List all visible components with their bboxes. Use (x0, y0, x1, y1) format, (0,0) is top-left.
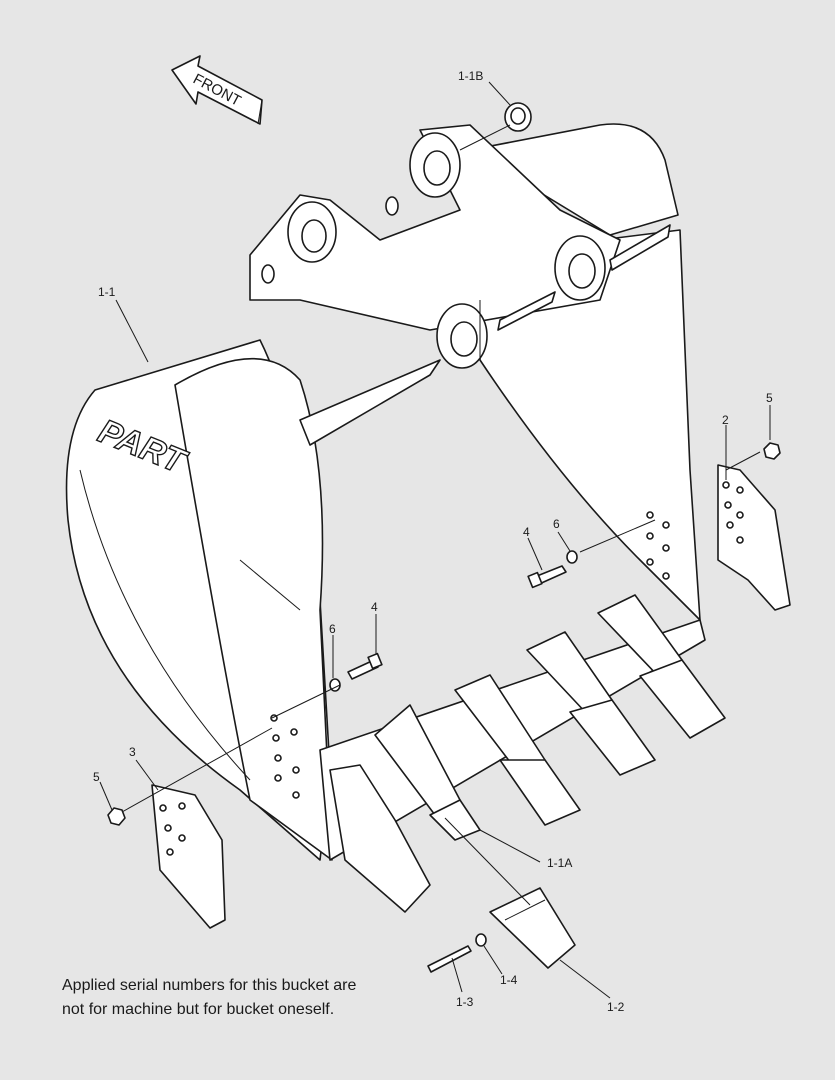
bolt-right (527, 565, 567, 589)
leader-lines (99, 81, 771, 999)
callout-5-right: 5 (766, 391, 773, 405)
washer-right (566, 550, 578, 564)
callout-labels: 1-1B 1-1 2 5 4 6 6 4 3 5 1-1A 1-3 1-4 1-… (93, 69, 773, 1014)
tooth-point-1-2 (489, 887, 576, 969)
callout-6-right: 6 (553, 517, 560, 531)
side-bolt-holes-left (270, 714, 300, 799)
bucket-body (65, 123, 706, 861)
callout-3: 3 (129, 745, 136, 759)
callout-1-1B: 1-1B (458, 69, 483, 83)
front-arrow: FRONT (171, 55, 263, 125)
callout-1-3: 1-3 (456, 995, 474, 1009)
callout-4-right: 4 (523, 525, 530, 539)
pin-1-3 (427, 945, 472, 973)
callout-2: 2 (722, 413, 729, 427)
side-cutter-right (717, 464, 791, 611)
bolt-left (347, 652, 383, 680)
note-line-2: not for machine but for bucket oneself. (62, 1001, 335, 1018)
callout-1-1: 1-1 (98, 285, 116, 299)
callout-6-left: 6 (329, 622, 336, 636)
bushing-1-1B (504, 102, 532, 132)
nut-right (763, 442, 781, 460)
callout-5-left: 5 (93, 770, 100, 784)
callout-1-4: 1-4 (500, 973, 518, 987)
callout-1-2: 1-2 (607, 1000, 625, 1014)
serial-number-note: Applied serial numbers for this bucket a… (62, 974, 442, 1022)
bucket-teeth (329, 594, 726, 913)
washer-1-4 (475, 933, 487, 947)
side-cutter-left (151, 784, 226, 929)
nut-left (107, 807, 126, 826)
side-bolt-holes-right (646, 511, 670, 580)
callout-4-left: 4 (371, 600, 378, 614)
callout-1-1A: 1-1A (547, 856, 572, 870)
note-line-1: Applied serial numbers for this bucket a… (62, 977, 357, 994)
